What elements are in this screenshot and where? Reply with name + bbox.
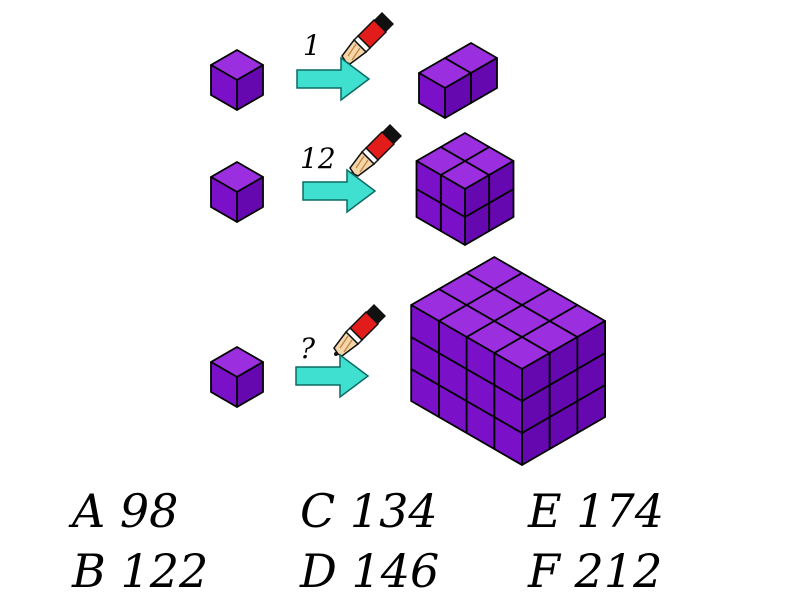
cube-face xyxy=(415,160,442,204)
glue-count-row3: ? xyxy=(300,332,316,365)
glue-tube-icon xyxy=(333,303,387,357)
cube-face xyxy=(210,64,238,111)
result-shape-row3 xyxy=(410,256,606,466)
answer-option-e[interactable]: E 174 xyxy=(528,484,665,538)
cube-face xyxy=(470,57,498,104)
cube-face xyxy=(465,256,523,290)
cube-face xyxy=(439,132,491,162)
glue-count-row2: 12 xyxy=(300,142,336,175)
result-shape-row2 xyxy=(415,132,515,246)
cube-face xyxy=(576,320,606,370)
single-cube-row2 xyxy=(210,161,264,223)
answer-option-f[interactable]: F 212 xyxy=(528,544,663,598)
single-cube-row1 xyxy=(210,49,264,111)
svg-text:?: ? xyxy=(300,332,316,365)
cube-face xyxy=(410,304,440,354)
cube-face xyxy=(210,176,238,223)
glue-tube-icon xyxy=(341,11,395,65)
single-cube-row3 xyxy=(210,346,264,408)
cube-face xyxy=(418,72,446,119)
result-shape-row1 xyxy=(418,42,498,119)
cube-face xyxy=(210,361,238,408)
arrow-right-icon xyxy=(296,57,370,101)
cube-face xyxy=(488,160,515,204)
svg-text:1: 1 xyxy=(303,29,321,62)
arrow-right-icon xyxy=(302,169,376,213)
glue-count-row1: 1 xyxy=(303,29,321,62)
answer-option-c[interactable]: C 134 xyxy=(300,484,438,538)
svg-text:12: 12 xyxy=(300,142,336,175)
answer-option-d[interactable]: D 146 xyxy=(300,544,440,598)
answer-option-b[interactable]: B 122 xyxy=(72,544,209,598)
answer-option-a[interactable]: A 98 xyxy=(72,484,179,538)
glue-tube-icon xyxy=(349,123,403,177)
